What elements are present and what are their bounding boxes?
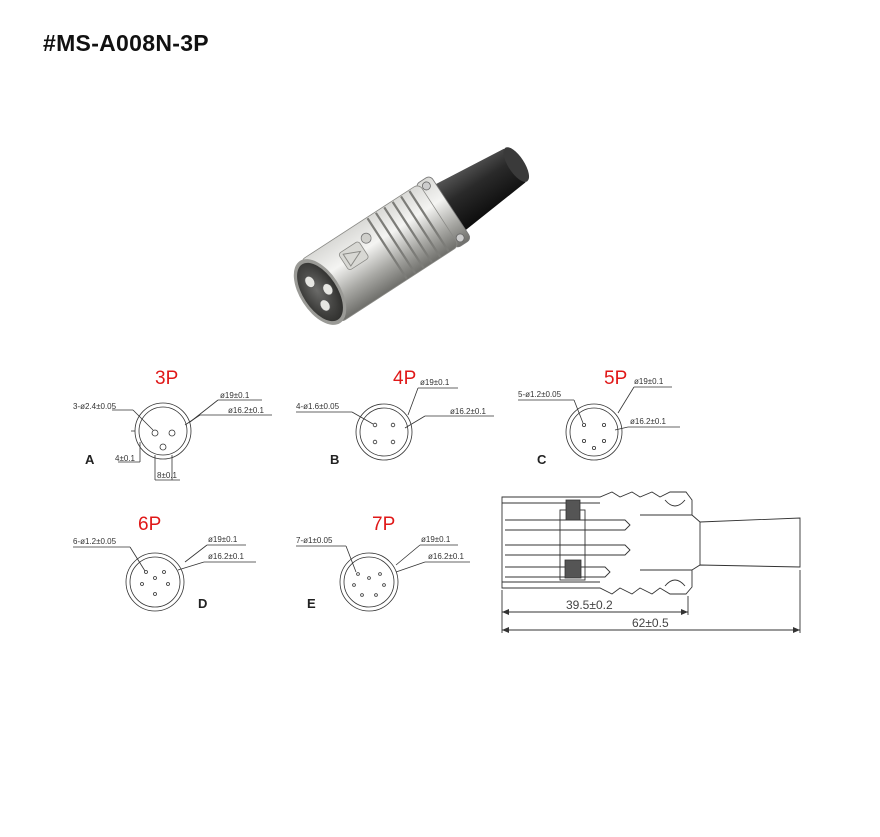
pin-layout-5p — [518, 386, 680, 461]
pin-count-7p: 7P — [372, 514, 395, 535]
pin-count-6p: 6P — [138, 514, 161, 535]
total-length-label: 62±0.5 — [632, 616, 669, 630]
outer-diameter-4p: ø19±0.1 — [420, 378, 450, 387]
pin-layout-6p — [73, 544, 256, 612]
pin-count-3p: 3P — [155, 368, 178, 389]
pin-layout-7p — [296, 544, 470, 612]
body-length-label: 39.5±0.2 — [566, 598, 613, 612]
hole-spec-7p: 7-ø1±0.05 — [296, 536, 333, 545]
inner-diameter-6p: ø16.2±0.1 — [208, 552, 245, 561]
variant-label-e: E — [307, 596, 316, 611]
inner-diameter-3p: ø16.2±0.1 — [228, 406, 265, 415]
pin-layout-3p — [112, 399, 272, 481]
dimension-arrows — [502, 609, 800, 633]
hole-spec-4p: 4-ø1.6±0.05 — [296, 402, 340, 411]
pin-layout-4p — [296, 387, 494, 461]
hole-spec-3p: 3-ø2.4±0.05 — [73, 402, 117, 411]
outer-diameter-6p: ø19±0.1 — [208, 535, 238, 544]
variant-label-a: A — [85, 452, 95, 467]
outer-diameter-5p: ø19±0.1 — [634, 377, 664, 386]
inner-diameter-5p: ø16.2±0.1 — [630, 417, 667, 426]
product-title: #MS-A008N-3P — [43, 30, 209, 56]
side-section-view — [501, 491, 801, 633]
inner-diameter-4p: ø16.2±0.1 — [450, 407, 487, 416]
variant-label-b: B — [330, 452, 339, 467]
hole-spec-6p: 6-ø1.2±0.05 — [73, 537, 117, 546]
hole-spec-5p: 5-ø1.2±0.05 — [518, 390, 562, 399]
inner-diameter-7p: ø16.2±0.1 — [428, 552, 465, 561]
insert-hatch — [560, 499, 585, 579]
pin-spacing-3p: 8±0.1 — [157, 471, 178, 480]
outer-diameter-3p: ø19±0.1 — [220, 391, 250, 400]
connector-photo — [293, 147, 530, 325]
pin-offset-3p: 4±0.1 — [115, 454, 136, 463]
variant-label-d: D — [198, 596, 207, 611]
variant-label-c: C — [537, 452, 547, 467]
pin-count-4p: 4P — [393, 368, 416, 389]
outer-diameter-7p: ø19±0.1 — [421, 535, 451, 544]
pin-count-5p: 5P — [604, 368, 627, 389]
